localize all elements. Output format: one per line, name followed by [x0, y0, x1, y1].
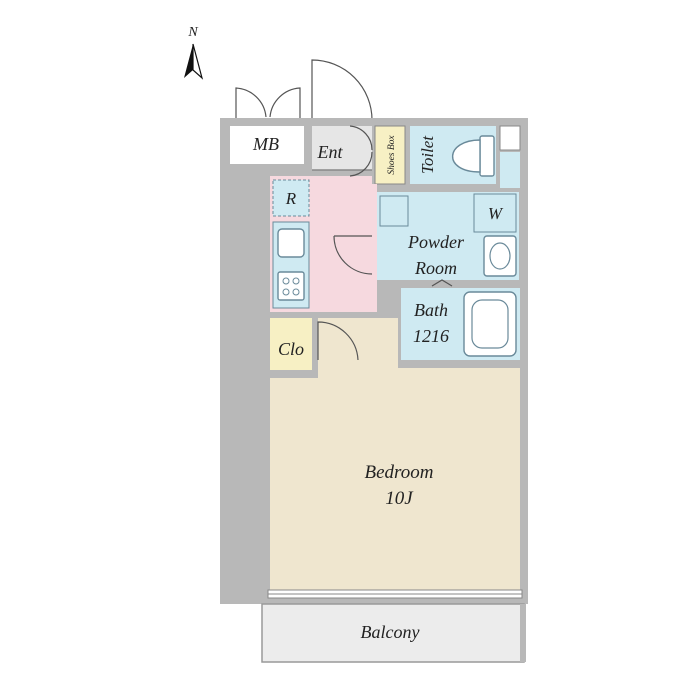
entrance-door-swing — [311, 59, 373, 121]
bedroom — [270, 318, 520, 592]
pipe-shaft — [499, 125, 521, 151]
closet — [270, 318, 312, 370]
refrigerator-space — [272, 179, 310, 217]
shoes-box — [374, 125, 406, 185]
mb-door-swing — [235, 87, 301, 120]
refrigerator-label: R — [285, 189, 297, 208]
bedroom-label-line2: 10J — [385, 488, 414, 509]
entrance-floor — [312, 126, 372, 170]
bath-label-line1: Bath — [414, 300, 448, 320]
balcony — [261, 603, 525, 663]
bedroom-label-line1: Bedroom — [365, 462, 434, 483]
shoes-box-label: Shoes Box — [387, 135, 397, 175]
meter-box — [230, 126, 304, 164]
powder-room-label-line1: Powder — [407, 232, 465, 252]
bath-label-line2: 1216 — [413, 326, 449, 346]
mb-label: MB — [252, 134, 279, 154]
compass-label: N — [187, 25, 198, 40]
bathtub-icon — [463, 291, 517, 357]
kitchen-door-swing — [333, 235, 373, 275]
stove-icon — [277, 271, 305, 301]
washer-space — [473, 193, 517, 233]
bedroom-door-swing — [317, 321, 359, 361]
balcony-label: Balcony — [361, 622, 420, 642]
wash-basin-icon — [483, 235, 517, 277]
sink-icon — [277, 228, 305, 258]
north-arrow-icon: N — [184, 25, 204, 80]
powder-room-label-line2: Room — [414, 258, 457, 278]
washer-label: W — [488, 204, 504, 223]
closet-label: Clo — [278, 339, 304, 359]
toilet-label: Toilet — [418, 135, 437, 174]
toilet-icon — [452, 135, 495, 177]
entrance-label: Ent — [317, 142, 344, 162]
